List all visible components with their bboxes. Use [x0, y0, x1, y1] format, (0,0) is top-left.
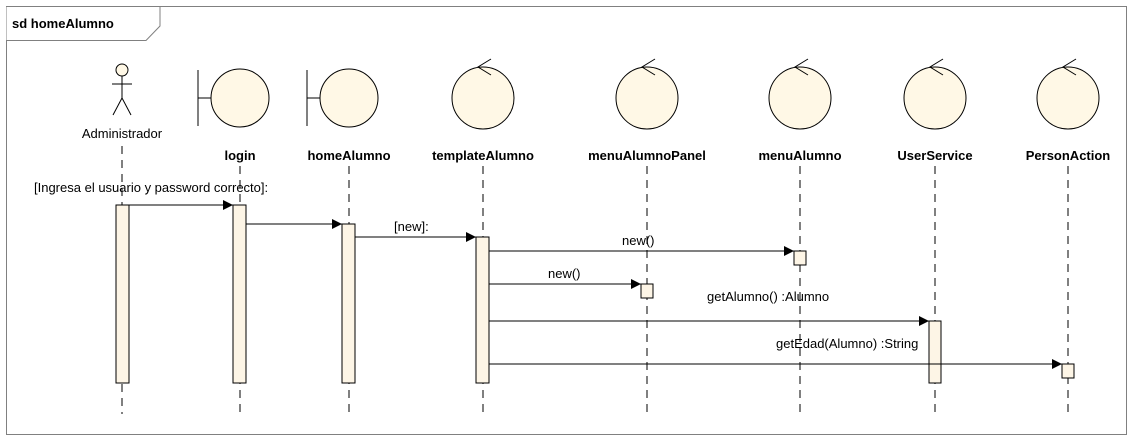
- message-label-4: new(): [622, 233, 655, 248]
- boundary-icon: [306, 68, 379, 128]
- frame-label-tab: [6, 6, 161, 41]
- activation-user-service: [928, 320, 942, 384]
- message-label-3: [new]:: [394, 219, 429, 234]
- lifeline-head-menu-alumno-panel: menuAlumnoPanel: [588, 58, 706, 163]
- message-label-1: [Ingresa el usuario y password correcto]…: [34, 180, 268, 195]
- activation-menu-alumno-panel: [640, 283, 654, 299]
- message-label-6: getAlumno() :Alumno: [707, 289, 829, 304]
- control-icon: [903, 58, 967, 130]
- frame-title: sd homeAlumno: [12, 16, 114, 31]
- control-icon: [451, 58, 515, 130]
- lifeline-head-administrador: Administrador: [82, 63, 163, 141]
- activation-person-action: [1061, 363, 1075, 379]
- activation-login: [232, 204, 247, 384]
- lifeline-head-login: login: [197, 68, 270, 163]
- message-label-5: new(): [548, 266, 581, 281]
- lifeline-head-person-action: PersonAction: [1026, 58, 1111, 163]
- actor-stick-figure-icon: [112, 63, 132, 116]
- activation-administrador: [115, 204, 130, 384]
- frame-border: [6, 6, 1127, 435]
- boundary-icon: [197, 68, 270, 128]
- control-icon: [1036, 58, 1100, 130]
- lifeline-label-menu-alumno: menuAlumno: [758, 148, 841, 163]
- lifeline-head-user-service: UserService: [897, 58, 973, 163]
- lifeline-label-home-alumno: homeAlumno: [307, 148, 390, 163]
- lifeline-head-home-alumno: homeAlumno: [306, 68, 391, 163]
- lifeline-head-template-alumno: templateAlumno: [432, 58, 534, 163]
- activation-home-alumno: [341, 223, 356, 384]
- lifeline-label-administrador: Administrador: [82, 126, 163, 141]
- activation-menu-alumno: [793, 250, 807, 266]
- activation-template-alumno: [475, 236, 490, 384]
- lifeline-label-user-service: UserService: [897, 148, 972, 163]
- control-icon: [615, 58, 679, 130]
- lifeline-label-menu-alumno-panel: menuAlumnoPanel: [588, 148, 706, 163]
- lifeline-head-menu-alumno: menuAlumno: [758, 58, 842, 163]
- control-icon: [768, 58, 832, 130]
- message-label-7: getEdad(Alumno) :String: [776, 336, 918, 351]
- lifeline-label-login: login: [224, 148, 255, 163]
- lifeline-label-person-action: PersonAction: [1026, 148, 1111, 163]
- lifeline-label-template-alumno: templateAlumno: [432, 148, 534, 163]
